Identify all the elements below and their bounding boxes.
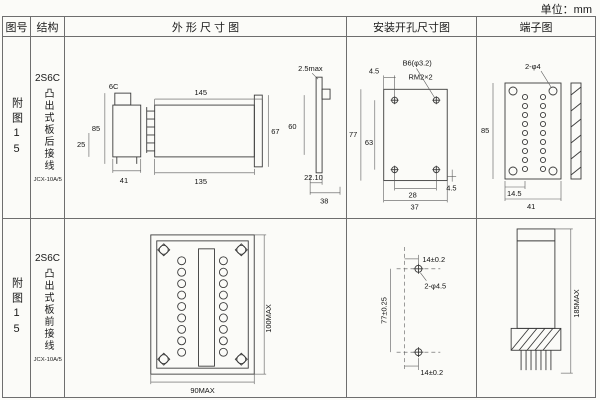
row1-mounting-drawing: 4.5 B6(φ3.2) RM2×2 77 63 28 37 4.5 [349,58,457,211]
row2-figure-number: 附图15 [10,277,23,339]
dim-60: 60 [288,122,296,131]
row1-mounting-cell: 4.5 B6(φ3.2) RM2×2 77 63 28 37 4.5 [347,37,477,219]
header-outline-dimensions: 外 形 尺 寸 图 [65,17,347,37]
row2-outline-dim-lines [150,234,267,385]
hole-spec-label: 2-φ4 [525,62,541,71]
header-structure: 结构 [31,17,65,37]
dim-41: 41 [120,176,128,185]
dim-22-10: 22.10 [304,173,323,182]
row2-terminal-dim-lines [554,228,573,374]
dim-14-top: 14±0.2 [422,255,445,264]
row1-mounting-dim-lines [360,68,457,203]
row2-terminal-cell: 185MAX [477,219,595,397]
row1-type-code: JCX-10A/5 [33,175,62,183]
row1-outline-dim-lines [88,72,341,195]
dim-67: 67 [271,127,279,136]
row2-structure-cell: 2S6C 凸出式板前接线 JCX-10A/5 [31,219,65,397]
dim-25: 25 [77,140,85,149]
row2-mounting-drawing: 14±0.2 14±0.2 77±0.25 2-φ4.5 [380,246,446,377]
header-mounting-holes: 安装开孔尺寸图 [347,17,477,37]
row2-terminal-drawing: 185MAX [510,228,581,374]
dim-77-tol: 77±0.25 [380,297,389,324]
dim-41: 41 [527,202,535,211]
dim-14-bottom: 14±0.2 [420,368,443,377]
dim-145: 145 [195,88,207,97]
dim-100max: 100MAX [264,304,273,333]
header-figure-number: 图号 [3,17,31,37]
unit-label: 单位：mm [540,4,592,16]
dim-85: 85 [92,124,100,133]
hole-spec-label: B6(φ3.2) [403,58,433,67]
row1-outline-drawing: 6C 25 85 41 145 135 67 2.5max 60 22.10 3… [77,64,341,206]
dim-6c: 6C [109,82,119,91]
row2-model: 2S6C [34,253,60,264]
dim-38: 38 [320,197,328,206]
row1-model: 2S6C [34,72,60,84]
dimension-table: 图号 结构 外 形 尺 寸 图 安装开孔尺寸图 端子图 附图15 2S6C 凸出… [2,16,596,398]
dim-135: 135 [195,177,207,186]
row1-terminal-cell: 2-φ4 85 14.5 41 [477,37,595,219]
row2-outline-drawing: 100MAX 90MAX [150,234,273,395]
row1-structure-desc: 凸出式板后接线 [42,87,53,172]
dim-85: 85 [481,126,489,135]
dim-4p5-top: 4.5 [369,66,379,75]
header-terminal-diagram: 端子图 [477,17,595,37]
dim-63: 63 [365,138,373,147]
dim-37: 37 [411,202,419,211]
dim-28: 28 [409,190,417,199]
row2-mounting-dim-lines [390,254,427,371]
row2-outline-cell: 100MAX 90MAX [65,219,347,397]
row1-terminal-dim-lines [492,70,562,201]
dim-2p5max: 2.5max [298,64,323,73]
dim-4p5-right: 4.5 [446,184,456,193]
row2-figure-number-cell: 附图15 [3,219,31,397]
row1-figure-number-cell: 附图15 [3,37,31,219]
dim-185max: 185MAX [572,289,581,318]
dim-90max: 90MAX [190,386,214,395]
hole-spec-label: 2-φ4.5 [424,282,446,291]
dim-77: 77 [349,130,357,139]
row1-structure-cell: 2S6C 凸出式板后接线 JCX-10A/5 [31,37,65,219]
row1-figure-number: 附图15 [10,96,23,159]
row2-structure-desc: 凸出式板前接线 [42,268,53,352]
row2-mounting-cell: 14±0.2 14±0.2 77±0.25 2-φ4.5 [347,219,477,397]
row1-outline-cell: 6C 25 85 41 145 135 67 2.5max 60 22.10 3… [65,37,347,219]
dim-14p5: 14.5 [507,189,522,198]
row2-type-code: JCX-10A/5 [33,356,62,363]
row1-terminal-drawing: 2-φ4 85 14.5 41 [481,62,582,211]
screw-spec-label: RM2×2 [409,72,433,81]
